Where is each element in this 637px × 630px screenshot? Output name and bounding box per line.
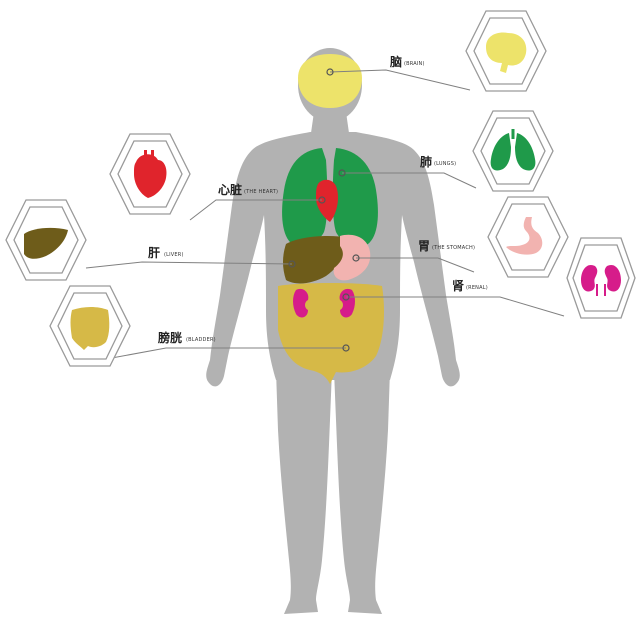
liver-label-zh: 肝 — [148, 245, 160, 260]
bladder-label-en: (BLADDER) — [186, 337, 216, 343]
kidney-badge — [567, 238, 635, 318]
kidney-label-en: (RENAL) — [466, 285, 488, 291]
brain-badge — [466, 11, 546, 91]
stomach-label-zh: 胃 — [418, 239, 430, 253]
stomach-label-en: (THE STOMACH) — [432, 245, 475, 251]
heart-label-en: (THE HEART) — [244, 189, 278, 195]
kidney-label-zh: 肾 — [452, 279, 465, 293]
brain-organ — [298, 54, 362, 108]
brain-label-en: (BRAIN) — [404, 61, 425, 67]
stomach-badge — [488, 197, 568, 277]
liver-badge — [6, 200, 86, 280]
bladder-badge — [50, 286, 130, 366]
lungs-label-en: (LUNGS) — [434, 161, 456, 167]
lungs-label-zh: 肺 — [420, 154, 432, 169]
lungs-badge — [473, 111, 553, 191]
bladder-label-zh: 膀胱 — [157, 330, 182, 345]
heart-badge — [110, 134, 190, 214]
liver-label-en: (LIVER) — [164, 252, 184, 258]
heart-label-zh: 心脏 — [218, 182, 242, 197]
brain-label-zh: 脑 — [389, 54, 402, 69]
